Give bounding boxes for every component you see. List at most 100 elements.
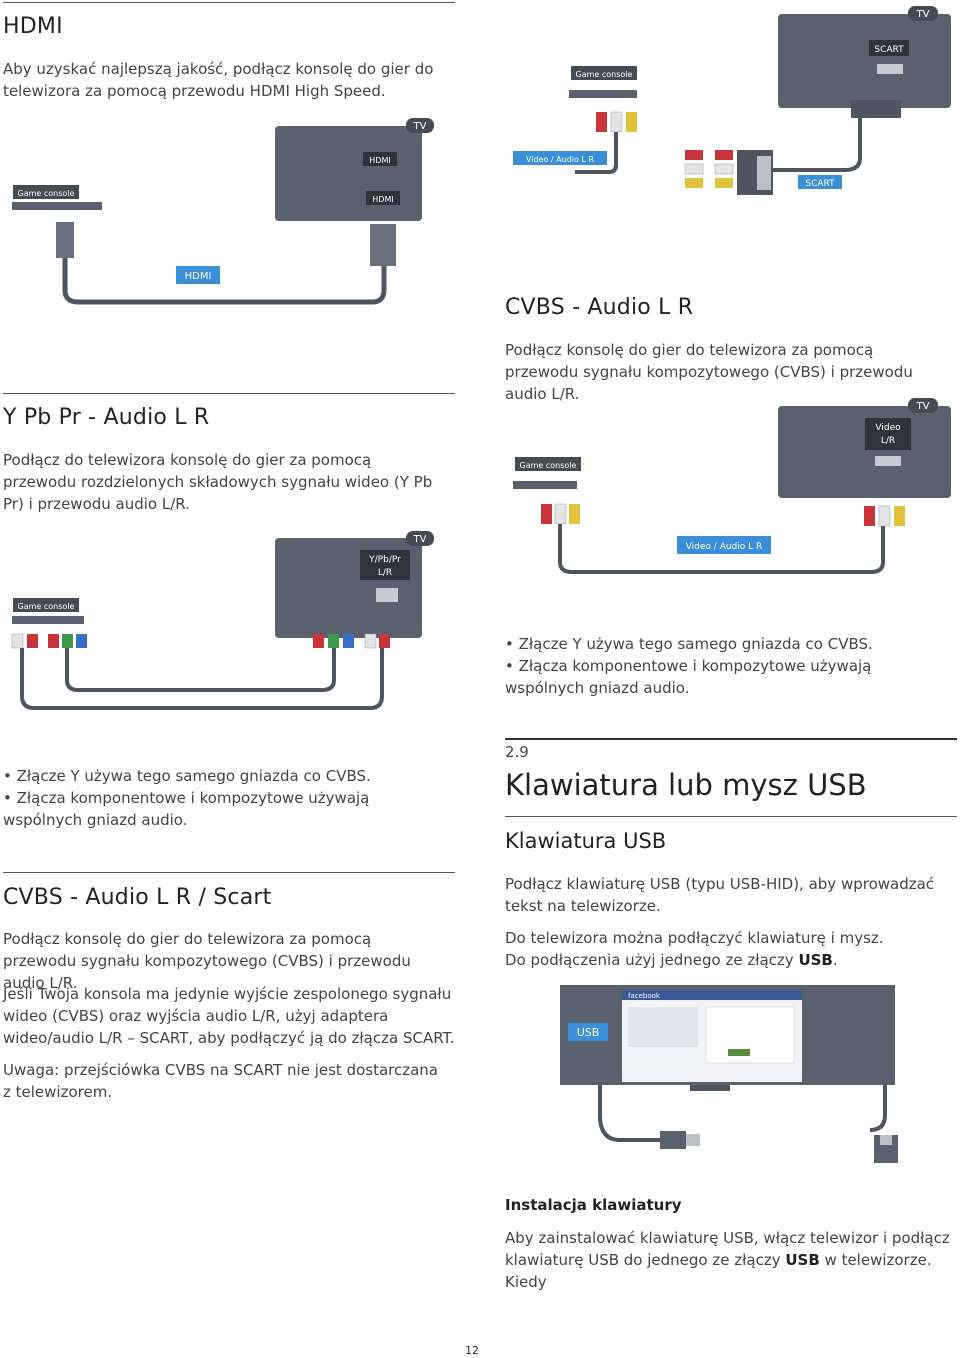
usb-p1: Podłącz klawiaturę USB (typu USB-HID), a… (505, 875, 935, 915)
scart-adapter-2 (757, 156, 771, 190)
cvbs-scart-top-rule (3, 872, 455, 873)
usb-section-top-rule (505, 738, 957, 740)
hdmi-heading: HDMI (3, 14, 63, 39)
cable-tag (513, 151, 607, 165)
site-header (622, 990, 802, 1000)
usb-tag (568, 1023, 608, 1041)
console-tag (571, 66, 637, 80)
tv-port-tag (360, 550, 410, 580)
console-plugs (11, 633, 87, 649)
cvbs-scart-heading: CVBS - Audio L R / Scart (3, 885, 272, 910)
tv-port-line1: Video (875, 423, 901, 433)
section-title: Klawiatura lub mysz USB (505, 768, 867, 802)
console-tag (13, 598, 79, 612)
install-heading: Instalacja klawiatury (505, 1196, 682, 1214)
cvbs-cable (558, 524, 885, 574)
tv-badge (908, 6, 938, 21)
cable-label: HDMI (185, 271, 212, 282)
tv-badge (908, 398, 938, 413)
scart-cable (773, 118, 862, 172)
usb-plug-tip (686, 1134, 700, 1146)
screen-content-left (628, 1007, 698, 1047)
tv-port-line2: L/R (378, 568, 392, 578)
cable-tag (677, 536, 771, 554)
tv-label: TV (413, 121, 427, 132)
usb-p2-line1: Do telewizora można podłączyć klawiaturę… (505, 929, 884, 947)
tv-badge (406, 531, 434, 546)
usb-p3-pre: klawiaturę USB do jednego ze złączy (505, 1251, 786, 1269)
console-cable (575, 132, 618, 174)
usb-p2-bold: USB (798, 951, 833, 969)
tv-port-label: HDMI (369, 156, 390, 165)
usb-p3-post: w telewizorze. Kiedy (505, 1251, 932, 1291)
component-cable-2 (65, 648, 336, 692)
tv-jack (376, 588, 398, 602)
console-plugs (541, 503, 580, 525)
console-body (12, 202, 102, 210)
tv-plug (370, 224, 396, 266)
tv-port-label: SCART (874, 45, 904, 55)
scart-diagram: TV SCART Game console Video / Audio L R … (513, 6, 951, 195)
ypbpr-diagram: TV Y/Pb/Pr L/R Game console (11, 531, 434, 710)
usb-p3-bold: USB (785, 1251, 820, 1269)
console-label: Game console (18, 189, 75, 198)
usb-p2-pre: Do podłączenia użyj jednego ze złączy (505, 951, 799, 969)
tv-port-tag (865, 418, 911, 450)
adapter-plugs (684, 150, 734, 188)
left-note-bullet-1: Złącze Y używa tego samego gniazda co CV… (3, 765, 453, 787)
tv-port-line1: Y/Pb/Pr (368, 555, 401, 565)
usb-plug (660, 1131, 686, 1149)
adapter-tag (798, 175, 842, 189)
console-tag (13, 185, 79, 199)
ypbpr-top-rule (3, 393, 455, 394)
tv-jack (877, 64, 903, 74)
console-label: Game console (18, 602, 75, 611)
usb-cable-right (869, 1085, 887, 1132)
tv-port2-label: HDMI (372, 195, 393, 204)
console-body (569, 90, 637, 98)
tv-plugs (864, 505, 905, 527)
ypbpr-heading: Y Pb Pr - Audio L R (3, 405, 210, 430)
cvbs-heading: CVBS - Audio L R (505, 295, 694, 320)
usb-diagram: facebook USB (560, 985, 898, 1163)
usb-p2-line2: Do podłączenia użyj jednego ze złączy US… (505, 949, 955, 971)
tv-stand (690, 1085, 730, 1091)
usb-p3-line2: klawiaturę USB do jednego ze złączy USB … (505, 1249, 960, 1293)
tv-plugs (313, 633, 390, 649)
tv-body (778, 14, 951, 108)
subheading-rule (505, 816, 957, 817)
tv-label: TV (916, 9, 930, 20)
console-body (12, 616, 84, 624)
console-label: Game console (576, 70, 633, 79)
cvbs-scart-p1: Podłącz konsolę do gier do telewizora za… (3, 930, 411, 992)
scart-plug (851, 100, 901, 118)
cvbs-scart-p3: Uwaga: przejściówka CVBS na SCART nie je… (3, 1061, 438, 1101)
usb-plug-right-tip (880, 1135, 892, 1145)
cable-label: Video / Audio L R (526, 155, 594, 164)
tv-port-tag (869, 40, 909, 56)
right-note-bullet-2: Złącza komponentowe i kompozytowe używaj… (505, 655, 945, 699)
console-plugs (596, 111, 637, 133)
cvbs-text: Podłącz konsolę do gier do telewizora za… (505, 341, 913, 403)
tv-body (275, 126, 422, 221)
hdmi-text: Aby uzyskać najlepszą jakość, podłącz ko… (3, 60, 434, 100)
console-plug (56, 222, 74, 258)
console-tag (515, 457, 581, 471)
tv-port-tag (363, 152, 397, 166)
usb-p2-post: . (832, 951, 838, 969)
console-body (513, 481, 577, 489)
usb-cable (598, 1085, 690, 1142)
screen-button (728, 1049, 750, 1056)
tv-port2-tag (366, 191, 400, 205)
adapter-label: SCART (805, 179, 835, 189)
tv-jack (875, 456, 901, 466)
tv-label: TV (413, 534, 427, 545)
hdmi-cable (62, 258, 387, 305)
cable-tag (176, 266, 220, 284)
hdmi-top-rule (3, 2, 455, 3)
cvbs-diagram: TV Video L/R Game console Video / Audio … (513, 398, 951, 574)
tv-badge (406, 118, 434, 133)
cable-label: Video / Audio L R (686, 542, 763, 552)
ypbpr-text: Podłącz do telewizora konsolę do gier za… (3, 451, 433, 513)
left-note-bullet-2: Złącza komponentowe i kompozytowe używaj… (3, 787, 443, 831)
